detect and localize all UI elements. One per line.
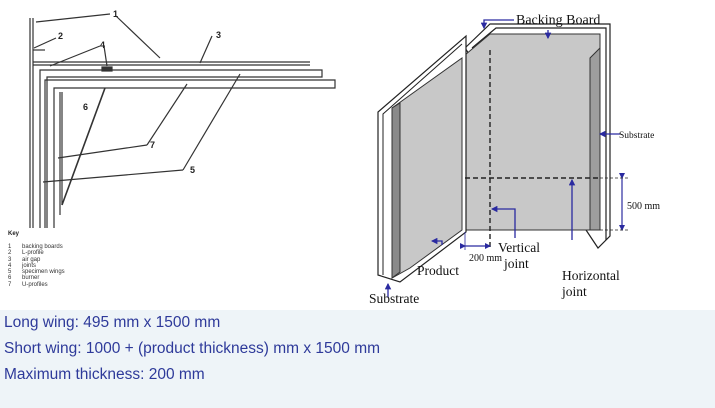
horizontal-joint-label-2: joint bbox=[561, 284, 587, 299]
burner bbox=[61, 87, 106, 206]
callout-7: 7 bbox=[150, 140, 155, 150]
substrate-bottom-label: Substrate bbox=[369, 291, 419, 306]
product-arrow bbox=[430, 237, 443, 245]
plan-view-diagram: 1 2 3 4 5 6 7 bbox=[29, 9, 336, 228]
callout-4: 4 bbox=[100, 40, 105, 50]
vertical-joint-label-2: joint bbox=[503, 256, 529, 271]
backing-board-label: Backing Board bbox=[516, 13, 600, 28]
short-wing-spec: Short wing: 1000 + (product thickness) m… bbox=[4, 340, 381, 357]
dim-500-label: 500 mm bbox=[627, 201, 660, 212]
isometric-diagram: Backing Board Substrate 500 mm 200 mm Pr… bbox=[369, 13, 660, 306]
product-label: Product bbox=[417, 263, 459, 278]
specimen-wing-inner bbox=[44, 79, 336, 228]
vertical-joint-label-1: Vertical bbox=[498, 240, 540, 255]
long-wing-spec: Long wing: 495 mm x 1500 mm bbox=[4, 314, 221, 331]
joint-marker bbox=[101, 66, 113, 72]
key-title: Key bbox=[8, 231, 20, 237]
max-thickness-spec: Maximum thickness: 200 mm bbox=[4, 366, 205, 383]
long-wing-panel bbox=[464, 33, 601, 231]
callout-3: 3 bbox=[216, 30, 221, 40]
substrate-right-label: Substrate bbox=[619, 131, 654, 141]
callout-1: 1 bbox=[113, 9, 118, 19]
callout-5: 5 bbox=[190, 165, 195, 175]
horizontal-joint-label-1: Horizontal bbox=[562, 268, 620, 283]
callout-6: 6 bbox=[83, 102, 88, 112]
dim-200-label: 200 mm bbox=[469, 253, 502, 264]
specimen-wing-outer bbox=[39, 69, 323, 228]
backing-board-arrow bbox=[480, 19, 514, 30]
callout-2: 2 bbox=[58, 31, 63, 41]
vertical-joint-arrow bbox=[490, 205, 516, 238]
